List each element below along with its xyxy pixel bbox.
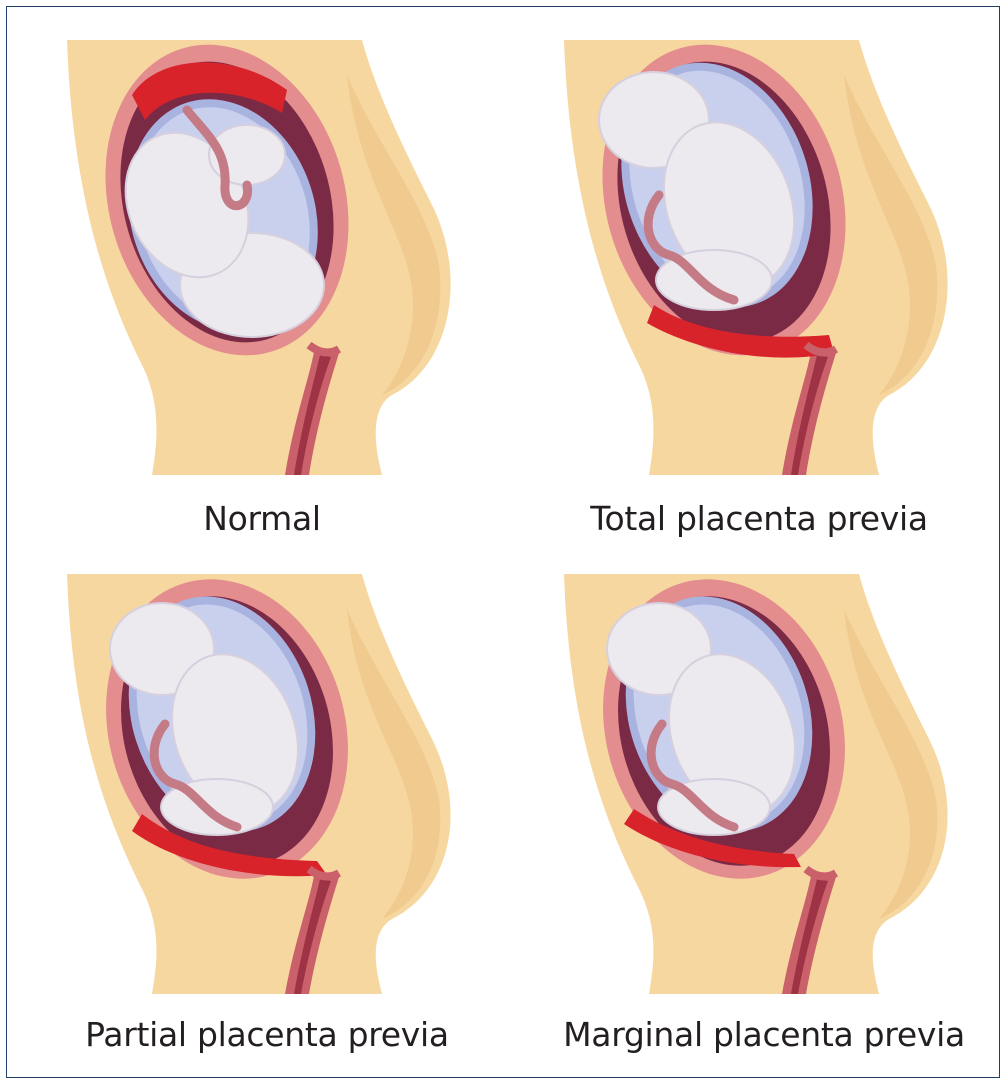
caption-normal: Normal xyxy=(47,499,477,538)
illustration-total-placenta-previa xyxy=(539,35,979,485)
panel-partial-placenta-previa: Partial placenta previa xyxy=(47,569,487,1069)
panel-normal: Normal xyxy=(47,35,477,545)
illustration-normal xyxy=(47,35,477,485)
illustration-marginal-placenta-previa xyxy=(539,569,989,999)
caption-partial-placenta-previa: Partial placenta previa xyxy=(47,1015,487,1054)
panel-total-placenta-previa: Total placenta previa xyxy=(539,35,979,545)
figure-frame: Normal Total placenta previa xyxy=(6,6,1000,1078)
caption-marginal-placenta-previa: Marginal placenta previa xyxy=(539,1015,989,1054)
caption-total-placenta-previa: Total placenta previa xyxy=(539,499,979,538)
illustration-partial-placenta-previa xyxy=(47,569,487,999)
panel-marginal-placenta-previa: Marginal placenta previa xyxy=(539,569,989,1069)
